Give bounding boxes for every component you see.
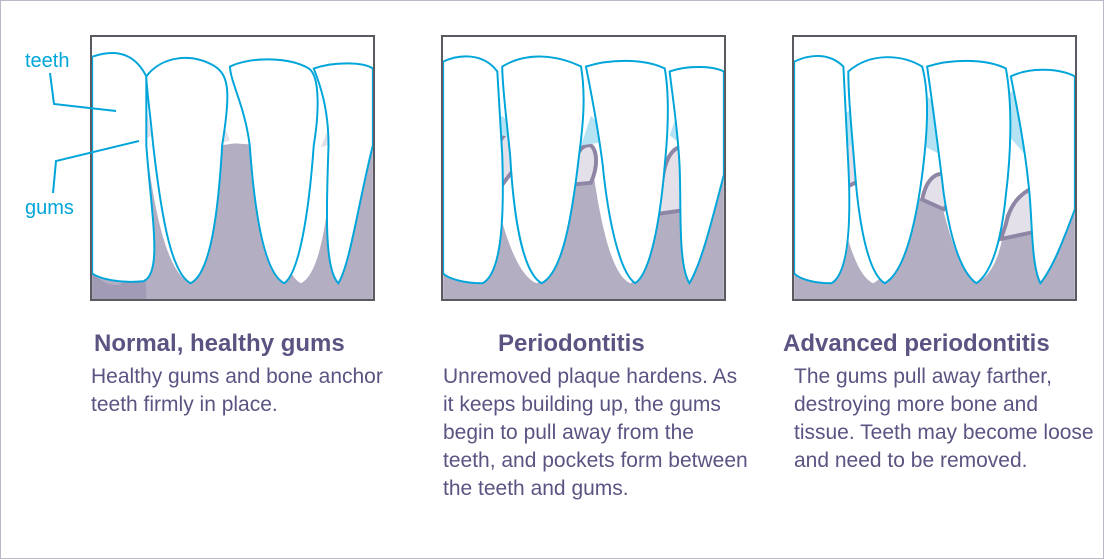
- stage-title-periodontitis: Periodontitis: [498, 331, 645, 357]
- teeth-leader-line: [50, 73, 116, 111]
- stage-description-advanced: The gums pull away farther, destroying m…: [794, 363, 1094, 475]
- stage-title-healthy: Normal, healthy gums: [94, 331, 345, 357]
- gums-leader-line: [53, 141, 139, 193]
- stage-description-periodontitis: Unremoved plaque hardens. As it keeps bu…: [443, 363, 749, 503]
- stage-title-advanced: Advanced periodontitis: [783, 331, 1050, 357]
- stage-description-healthy: Healthy gums and bone anchor teeth firml…: [91, 363, 411, 419]
